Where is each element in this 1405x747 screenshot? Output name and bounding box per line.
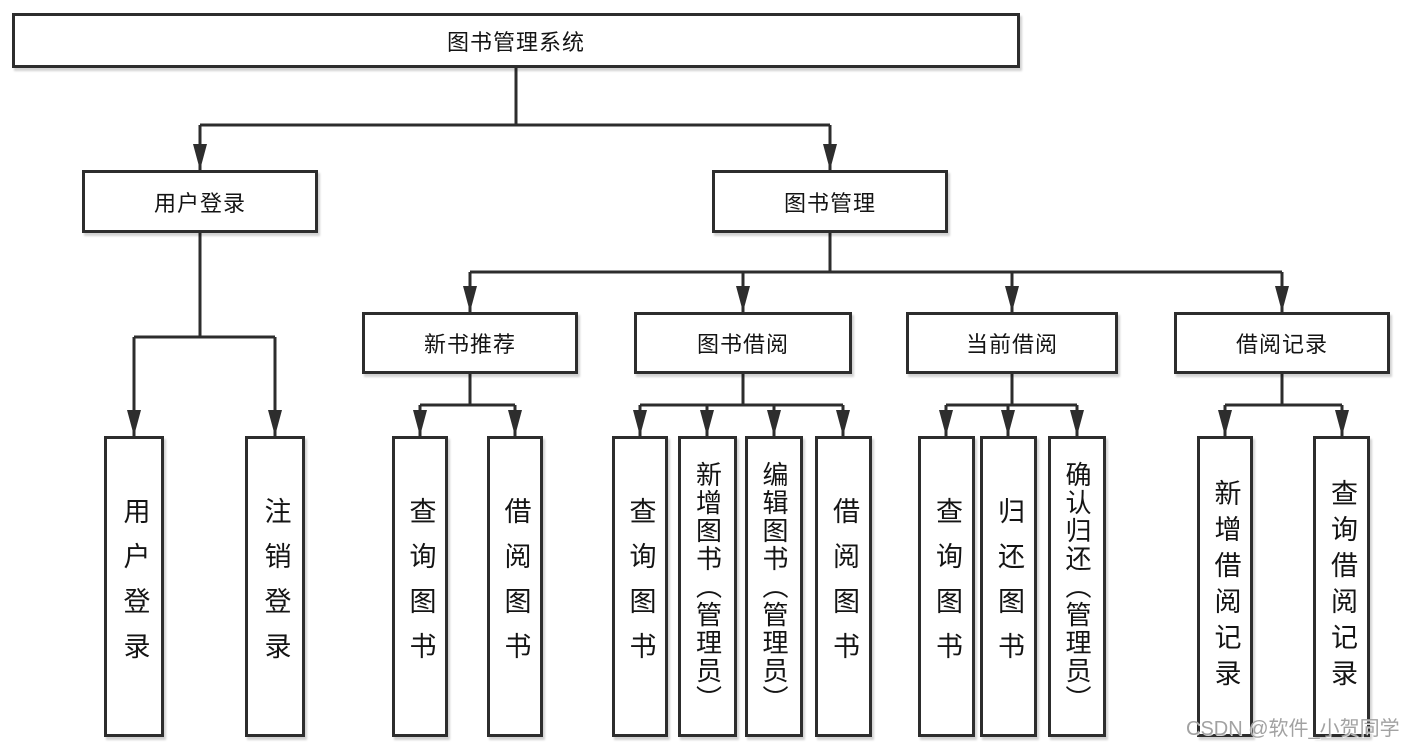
leaf-edit-book-admin: 编辑图书（管理员） (745, 436, 803, 737)
csdn-watermark: CSDN @软件_小贺同学 (1186, 718, 1400, 740)
leaf-borrow-books-recommend: 借阅图书 (487, 436, 543, 737)
leaf-add-book-admin: 新增图书（管理员） (678, 436, 737, 737)
node-new-book-recommendation: 新书推荐 (362, 312, 578, 374)
leaf-add-borrow-record: 新增借阅记录 (1197, 436, 1253, 737)
leaf-user-login: 用户登录 (104, 436, 164, 737)
leaf-confirm-return-admin: 确认归还（管理员） (1048, 436, 1106, 737)
leaf-borrow-books: 借阅图书 (815, 436, 872, 737)
node-book-borrowing: 图书借阅 (634, 312, 852, 374)
leaf-query-books-borrow: 查询图书 (612, 436, 668, 737)
leaf-query-books-current: 查询图书 (918, 436, 975, 737)
leaf-logout: 注销登录 (245, 436, 305, 737)
leaf-query-borrow-record: 查询借阅记录 (1313, 436, 1370, 737)
leaf-query-books-recommend: 查询图书 (392, 436, 448, 737)
node-current-borrowing: 当前借阅 (906, 312, 1118, 374)
node-borrowing-records: 借阅记录 (1174, 312, 1390, 374)
leaf-return-books: 归还图书 (980, 436, 1037, 737)
tree-edges (132, 68, 1344, 436)
node-user-login: 用户登录 (82, 170, 318, 233)
node-library-management-system: 图书管理系统 (12, 13, 1020, 68)
arrowheads (127, 144, 1349, 436)
node-book-management: 图书管理 (712, 170, 948, 233)
